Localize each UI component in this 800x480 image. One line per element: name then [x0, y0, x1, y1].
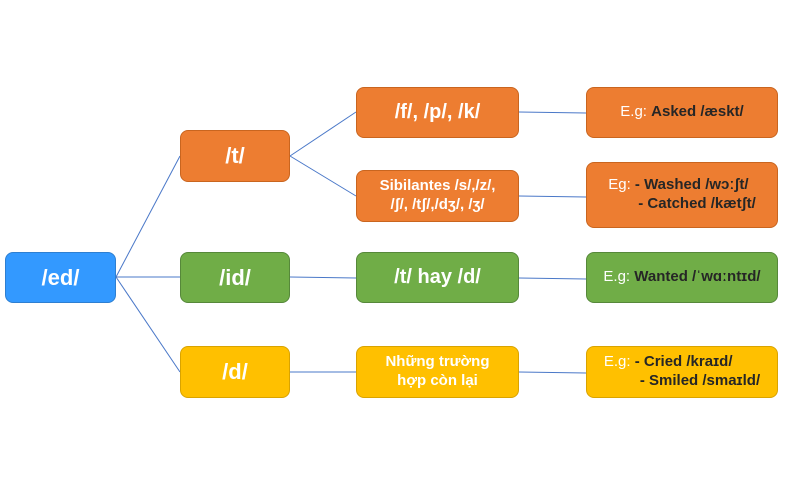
condition-label: /f/, /p/, /k/	[394, 101, 481, 123]
root-node-ed: /ed/	[5, 252, 116, 303]
example-node-asked: E.g: Asked /æskt/	[586, 87, 778, 138]
example-item: Wanted /ˈwɑːntɪd/	[634, 268, 761, 286]
connector-t-fpk	[289, 111, 357, 157]
branch-label: /id/	[219, 264, 251, 290]
connector-ed-t	[115, 155, 181, 278]
connector-thayd-example	[518, 277, 587, 280]
branch-node-t: /t/	[180, 130, 290, 182]
branch-label: /t/	[225, 143, 245, 169]
branch-node-id: /id/	[180, 252, 290, 303]
connector-ed-d	[115, 276, 181, 373]
condition-label-line1: Sibilantes /s/,/z/,	[379, 177, 496, 195]
example-prefix: E.g:	[603, 353, 631, 371]
example-item: - Catched /kætʃt/	[638, 195, 756, 212]
example-node-washed-catched: Eg: - Washed /wɔːʃt/ - Catched /kætʃt/	[586, 162, 778, 228]
condition-label-line2: hợp còn lại	[397, 372, 478, 389]
example-item: - Smiled /smaɪld/	[639, 372, 761, 389]
example-prefix: E.g:	[620, 103, 647, 121]
example-node-cried-smiled: E.g: - Cried /kraɪd/ - Smiled /smaɪld/	[586, 346, 778, 398]
condition-label: /t/ hay /d/	[394, 266, 481, 288]
condition-node-t-hay-d: /t/ hay /d/	[356, 252, 519, 303]
connector-sibilantes-example	[518, 195, 587, 198]
example-node-wanted: E.g: Wanted /ˈwɑːntɪd/	[586, 252, 778, 303]
example-prefix: Eg:	[608, 176, 631, 194]
connector-fpk-example	[518, 111, 587, 114]
condition-label-line2: /ʃ/, /tʃ/,/dʒ/, /ʒ/	[390, 196, 485, 213]
example-prefix: E.g:	[603, 268, 631, 286]
condition-node-fpk: /f/, /p/, /k/	[356, 87, 519, 138]
connector-others-example	[518, 371, 587, 374]
condition-label-line1: Những trường	[385, 353, 490, 371]
branch-node-d: /d/	[180, 346, 290, 398]
condition-node-sibilantes: Sibilantes /s/,/z/,/ʃ/, /tʃ/,/dʒ/, /ʒ/	[356, 170, 519, 222]
example-item: - Washed /wɔːʃt/	[634, 176, 749, 194]
branch-label: /d/	[222, 359, 248, 385]
connector-t-sibilantes	[289, 155, 357, 197]
example-item: - Cried /kraɪd/	[634, 353, 733, 371]
connector-id-thayd	[289, 276, 357, 279]
example-item: Asked /æskt/	[651, 103, 744, 121]
root-label: /ed/	[41, 264, 80, 290]
